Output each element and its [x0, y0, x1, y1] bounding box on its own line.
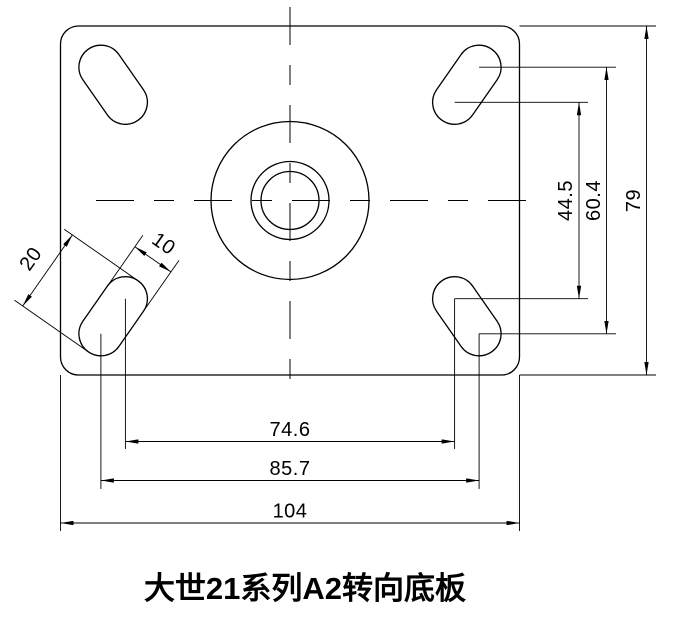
center-hole-circle	[260, 170, 320, 231]
extension-lines-right	[454, 25, 656, 376]
dim-line-10	[134, 246, 172, 273]
drawing-title: 大世21系列A2转向底板	[144, 571, 466, 606]
slot-top-left	[78, 44, 149, 125]
dim-text-slot-width: 10	[148, 228, 180, 259]
dim-text-bolt-y-outer: 60.4	[583, 180, 605, 221]
extension-lines-bottom	[60, 298, 520, 531]
dim-text-bolt-x-inner: 74.6	[270, 419, 311, 441]
slot-top-right	[431, 44, 502, 125]
dim-text-slot-length: 20	[15, 243, 46, 275]
slot-bottom-left	[78, 276, 149, 357]
center-boss-outer-circle	[210, 120, 370, 281]
plate-outline	[59, 25, 521, 376]
dim-text-bolt-x-outer: 85.7	[270, 458, 311, 480]
center-boss-middle-circle	[250, 160, 330, 241]
slot-bottom-right	[431, 276, 502, 357]
dim-text-plate-width: 104	[273, 501, 308, 523]
extension-lines-slot	[14, 228, 180, 353]
dim-text-plate-height: 79	[623, 189, 645, 212]
dimension-lines	[22, 26, 649, 526]
dim-line-20	[22, 234, 73, 307]
dim-text-bolt-y-inner: 44.5	[555, 180, 577, 221]
